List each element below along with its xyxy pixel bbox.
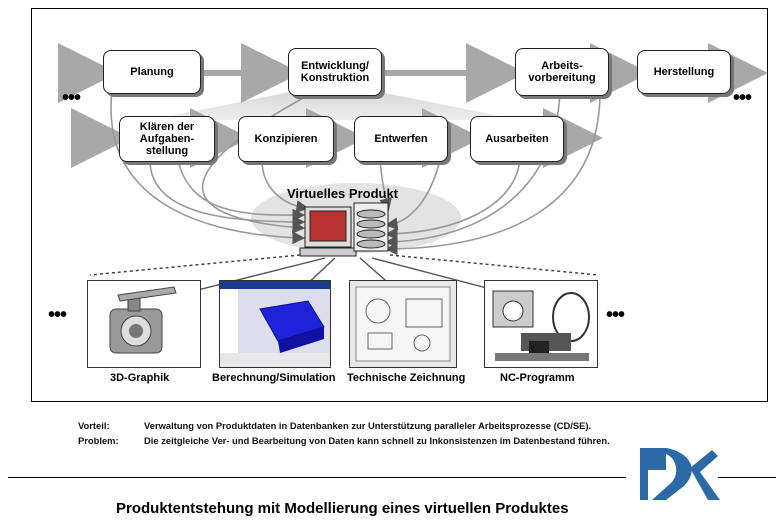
computer-icon [299,206,357,257]
footer-rule-right [718,477,776,478]
ellipsis-bottom-left: ••• [48,304,67,326]
caption-nc-programm: NC-Programm [500,372,575,384]
database-server-icon [353,202,389,252]
caption-technische-zeichnung: Technische Zeichnung [347,372,466,384]
footer-rule-left [8,477,626,478]
process-box-herstellung: Herstellung [637,50,731,94]
process-box-arbeitsvorbereitung: Arbeits- vorbereitung [515,48,609,96]
note-problem: Problem: Die zeitgleiche Ver- und Bearbe… [78,433,610,448]
image-technische-zeichnung [349,280,457,368]
note-text: Die zeitgleiche Ver- und Bearbeitung von… [144,435,610,446]
process-box-planung: Planung [103,50,201,94]
application-arrows [147,257,528,306]
note-text: Verwaltung von Produktdaten in Datenbank… [144,420,592,431]
subprocess-box-entwerfen: Entwerfen [354,116,448,162]
footer-title: Produktentstehung mit Modellierung eines… [116,500,569,517]
image-3d-graphik [87,280,201,368]
ellipsis-bottom-right: ••• [606,304,625,326]
drawing-illustration [355,286,451,362]
caption-3d-graphik: 3D-Graphik [110,372,170,384]
fan-dotted-lines [89,254,599,276]
process-box-entwicklung: Entwicklung/ Konstruktion [288,48,382,96]
caption-berechnung-simulation: Berechnung/Simulation [212,372,336,384]
note-advantage: Vorteil: Verwaltung von Produktdaten in … [78,418,610,433]
ellipsis-top-left: ••• [62,87,81,109]
subprocess-box-ausarbeiten: Ausarbeiten [470,116,564,162]
note-label: Vorteil: [78,420,110,431]
subprocess-box-konzipieren: Konzipieren [238,116,334,162]
image-nc-programm [484,280,598,368]
data-flow-curves [110,89,601,256]
simulation-illustration [220,281,330,367]
company-logo [640,448,720,500]
valve-illustration [109,286,177,354]
subprocess-box-klaeren: Klären der Aufgaben- stellung [119,116,215,162]
ellipsis-top-right: ••• [733,87,752,109]
image-berechnung-simulation [219,280,331,368]
notes-block: Vorteil: Verwaltung von Produktdaten in … [78,418,610,448]
virtual-product-title: Virtuelles Produkt [287,186,399,201]
machine-tool-illustration [492,290,590,361]
note-label: Problem: [78,435,119,446]
